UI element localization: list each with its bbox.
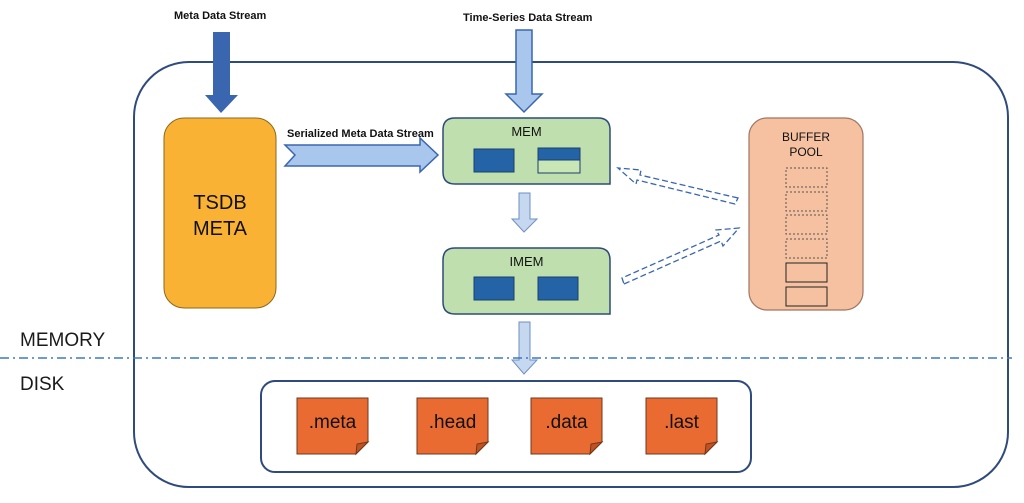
file-data-label: .data — [545, 412, 588, 433]
buffer-slot-free — [785, 167, 828, 188]
serialized-stream-arrow — [283, 136, 440, 174]
file-head-icon — [416, 397, 490, 456]
imem-to-disk-arrow — [510, 321, 539, 375]
imem-block-left — [473, 276, 515, 301]
tsdb-meta-label: TSDB META — [164, 190, 276, 242]
buffer-pool-box — [748, 117, 864, 311]
tsdb-meta-line2: META — [192, 218, 248, 240]
disk-label: DISK — [20, 374, 65, 395]
buffer-slot-free — [785, 214, 828, 235]
buffer-slots — [785, 167, 828, 307]
file-head-label: .head — [428, 412, 477, 433]
mem-label: MEM — [511, 124, 542, 139]
mem-block-left — [473, 148, 515, 173]
disk-container — [260, 380, 752, 473]
outer-container — [133, 61, 1009, 488]
tsdb-meta-line1: TSDB — [193, 192, 247, 214]
time-series-stream-arrow — [504, 29, 544, 114]
mem-block-right-top — [537, 147, 581, 161]
file-meta-label: .meta — [308, 412, 357, 433]
file-last-icon — [645, 397, 719, 456]
mem-to-imem-arrow — [510, 192, 539, 233]
file-last-label: .last — [664, 412, 699, 433]
time-series-stream-label: Time-Series Data Stream — [463, 12, 593, 24]
imem-block-right — [537, 276, 579, 301]
buffer-slot-used — [785, 286, 828, 307]
meta-data-stream-label: Meta Data Stream — [174, 10, 267, 22]
buffer-slot-free — [785, 238, 828, 259]
file-meta-icon — [296, 397, 370, 456]
buffer-pool-line1: BUFFER — [782, 130, 830, 144]
buffer-pool-line2: POOL — [789, 145, 823, 159]
buffer-to-mem-arrow — [616, 167, 739, 205]
buffer-slot-used — [785, 262, 828, 283]
memory-label: MEMORY — [20, 330, 106, 351]
meta-data-stream-arrow — [205, 32, 238, 113]
tsdb-meta-box — [163, 117, 277, 309]
file-data-icon — [530, 397, 604, 456]
imem-to-buffer-arrow — [621, 227, 741, 285]
imem-label: IMEM — [509, 254, 544, 269]
mem-block-right-bottom — [537, 159, 581, 174]
serialized-stream-label: Serialized Meta Data Stream — [287, 128, 434, 140]
buffer-slot-free — [785, 191, 828, 212]
buffer-pool-label: BUFFER POOL — [749, 130, 863, 160]
